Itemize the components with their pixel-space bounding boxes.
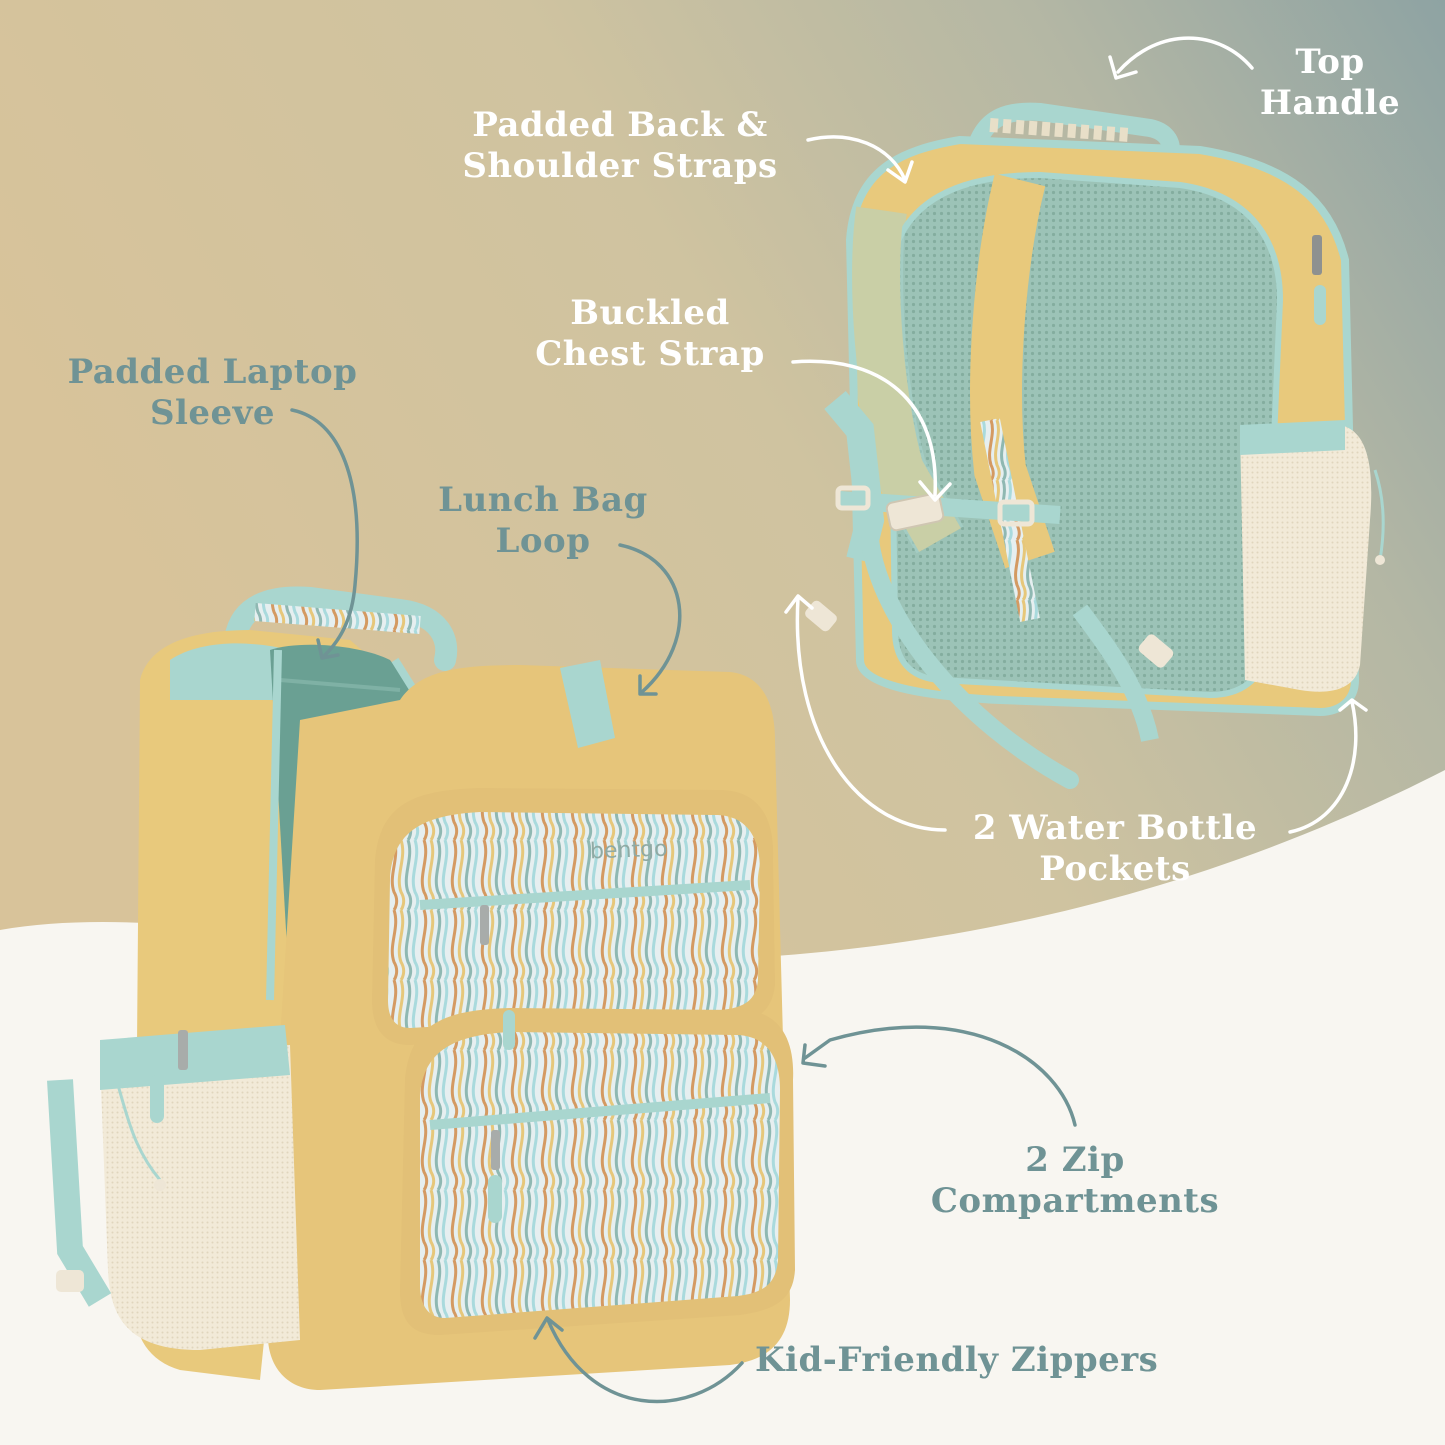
- callout-lunch-loop: Lunch Bag Loop: [418, 480, 668, 562]
- callout-zip-compartments-line1: 2 Zip: [1025, 1140, 1125, 1180]
- callout-kid-zippers-line1: Kid-Friendly Zippers: [755, 1340, 1159, 1380]
- callout-chest-strap-line1: Buckled: [570, 293, 730, 333]
- callout-top-handle-line1: Top: [1295, 42, 1365, 82]
- callout-top-handle: Top Handle: [1250, 42, 1410, 124]
- callout-zip-compartments: 2 Zip Compartments: [905, 1140, 1245, 1222]
- callout-laptop-sleeve: Padded Laptop Sleeve: [40, 352, 385, 434]
- callout-padded-back: Padded Back & Shoulder Straps: [430, 105, 810, 187]
- callout-water-bottle-line1: 2 Water Bottle: [972, 808, 1258, 848]
- callout-laptop-sleeve-line1: Padded Laptop: [67, 352, 358, 392]
- callout-laptop-sleeve-line2: Sleeve: [149, 392, 276, 433]
- callout-kid-zippers: Kid-Friendly Zippers: [755, 1340, 1225, 1381]
- callout-lunch-loop-line1: Lunch Bag: [438, 480, 648, 520]
- brand-logo: bentgo: [589, 836, 668, 865]
- callout-water-bottle-line2: Pockets: [1039, 848, 1191, 889]
- callout-chest-strap-line2: Chest Strap: [535, 333, 765, 374]
- callout-water-bottle: 2 Water Bottle Pockets: [945, 808, 1285, 890]
- callout-chest-strap: Buckled Chest Strap: [505, 293, 795, 375]
- callout-lunch-loop-line2: Loop: [495, 520, 591, 561]
- callout-top-handle-line2: Handle: [1259, 82, 1401, 123]
- callout-padded-back-line2: Shoulder Straps: [462, 145, 778, 186]
- callout-zip-compartments-line2: Compartments: [930, 1180, 1220, 1221]
- callout-padded-back-line1: Padded Back &: [472, 105, 768, 145]
